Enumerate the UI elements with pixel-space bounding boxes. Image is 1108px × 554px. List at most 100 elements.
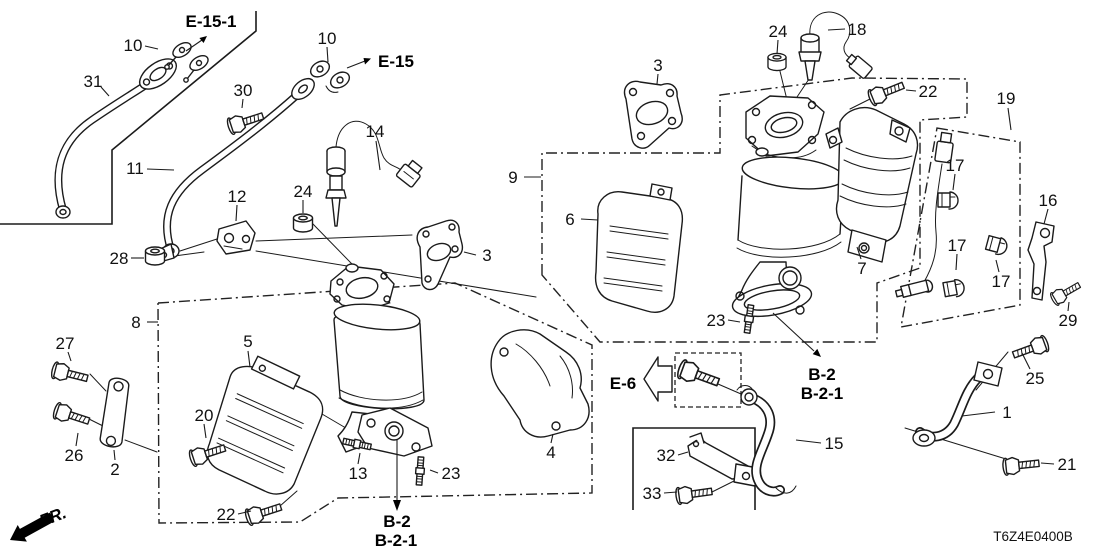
part-callout-24: 24 [294, 182, 313, 201]
e15-1-arrow-icon [199, 36, 207, 43]
ref-label-b2-1-left: B-2-1 [375, 531, 418, 550]
ref-label-e15-1: E-15-1 [185, 12, 236, 31]
part-callout-16: 16 [1039, 191, 1058, 210]
leader-line-part-21 [1040, 462, 1055, 465]
converter-shield-7-drawing [825, 106, 919, 263]
part-callout-23: 23 [707, 311, 726, 330]
leader-line-part-25 [1021, 352, 1031, 370]
leader-line-part-16 [1043, 208, 1049, 225]
part-callout-12: 12 [228, 187, 247, 206]
part-callout-10: 10 [124, 36, 143, 55]
part-callout-27: 27 [56, 334, 75, 353]
b2-reference-right: B-2 B-2-1 [772, 312, 844, 403]
top-left-boundary-line [0, 11, 257, 225]
leader-line-part-30 [241, 98, 244, 109]
converter-shield-5-drawing [206, 355, 324, 495]
nut-24-left-drawing [292, 213, 314, 233]
bracket-12-drawing [216, 220, 256, 255]
converter-assembly-front-drawing [329, 263, 433, 486]
part-callout-15: 15 [825, 434, 844, 453]
reference-labels: E-15-1 E-15 E-6 B-2 B-2-1 B-2 B-2-1 [185, 12, 843, 550]
part-callout-26: 26 [65, 446, 84, 465]
leader-line-part-32 [677, 451, 689, 456]
leader-line-part-12 [235, 204, 238, 222]
leader-line-part-23 [727, 319, 741, 323]
leader-line-part-11 [146, 168, 175, 171]
b2-left-arrow-icon [393, 500, 401, 511]
e6-direction-arrow-icon [643, 356, 673, 402]
stay-32-drawing [687, 432, 759, 487]
part-callout-3: 3 [482, 246, 491, 265]
leader-line-part-22 [905, 89, 917, 92]
oxygen-sensor-14-drawing [325, 120, 423, 227]
leader-line-part-18 [827, 28, 846, 31]
part-callout-33: 33 [643, 484, 662, 503]
ref-label-e15: E-15 [378, 52, 414, 71]
part-callout-7: 7 [857, 259, 866, 278]
part-callout-25: 25 [1026, 369, 1045, 388]
nut-24-right-drawing [767, 52, 787, 72]
leader-line-part-3 [463, 251, 477, 256]
leader-line-part-17 [995, 259, 1000, 273]
stay-15-drawing [736, 385, 797, 497]
bolt-29-drawing [1048, 278, 1084, 308]
part-callout-22: 22 [217, 505, 236, 524]
part-callout-22: 22 [919, 82, 938, 101]
part-callout-9: 9 [508, 168, 517, 187]
ref-label-b2-right: B-2 [808, 365, 835, 384]
gasket-3-top-drawing [623, 80, 683, 149]
bolt-22-top-drawing [865, 76, 907, 108]
part-callout-17: 17 [992, 272, 1011, 291]
part-callout-30: 30 [234, 81, 253, 100]
leader-line-part-10 [144, 45, 159, 50]
ref-label-b2-left: B-2 [383, 512, 410, 531]
leader-line-part-33 [663, 491, 678, 494]
leader-line-part-19 [1007, 107, 1012, 131]
leader-line-part-15 [795, 439, 822, 444]
leader-line-part-17 [955, 253, 958, 271]
ref-label-e6: E-6 [610, 374, 636, 393]
part-callout-14: 14 [366, 122, 385, 141]
leader-line-part-2 [113, 449, 116, 461]
part-callout-18: 18 [848, 20, 867, 39]
joint-10-left-drawing [164, 41, 209, 83]
converter-assembly-rear-drawing [731, 95, 845, 335]
bolt-26-drawing [51, 401, 93, 430]
joint-10-right-drawing [309, 60, 351, 93]
part-callout-5: 5 [243, 332, 252, 351]
leader-line-part-27 [67, 351, 72, 362]
leader-line-part-17 [952, 173, 956, 191]
sensor-18-connector [845, 53, 873, 79]
part-callout-2: 2 [110, 460, 119, 479]
leader-line-part-3 [656, 73, 659, 85]
oxygen-sensor-18-drawing [798, 11, 873, 81]
part-callout-10: 10 [318, 29, 337, 48]
gasket-3-left-drawing [416, 219, 464, 291]
leader-line-part-20 [203, 423, 207, 439]
part-callout-24: 24 [769, 22, 788, 41]
sensor-harness-19-drawing [894, 131, 1010, 300]
bolt-21-drawing [1001, 454, 1041, 477]
leader-line-part-23 [429, 469, 439, 474]
pipe-31-drawing [54, 58, 178, 219]
group-8-enclosure [157, 282, 593, 524]
clip-17-c-drawing [984, 233, 1010, 257]
part-callout-6: 6 [565, 210, 574, 229]
part-callout-31: 31 [84, 72, 103, 91]
b2-reference-left: B-2 B-2-1 [375, 440, 418, 550]
e6-bolt-dashed-box [674, 352, 742, 408]
stud-23-left-drawing [414, 456, 426, 486]
bolt-25-drawing [1009, 333, 1052, 364]
bracket-1-drawing [912, 361, 1003, 447]
part-callout-21: 21 [1058, 455, 1077, 474]
part-callout-19: 19 [997, 89, 1016, 108]
part-callout-29: 29 [1059, 311, 1078, 330]
leader-line-part-10 [326, 46, 329, 63]
leader-line-part-22 [237, 510, 252, 515]
converter-shield-6-drawing [594, 183, 684, 313]
bolt-27-drawing [49, 360, 90, 388]
front-direction-marker: FR. [10, 503, 69, 542]
ref-label-b2-1-right: B-2-1 [801, 384, 844, 403]
